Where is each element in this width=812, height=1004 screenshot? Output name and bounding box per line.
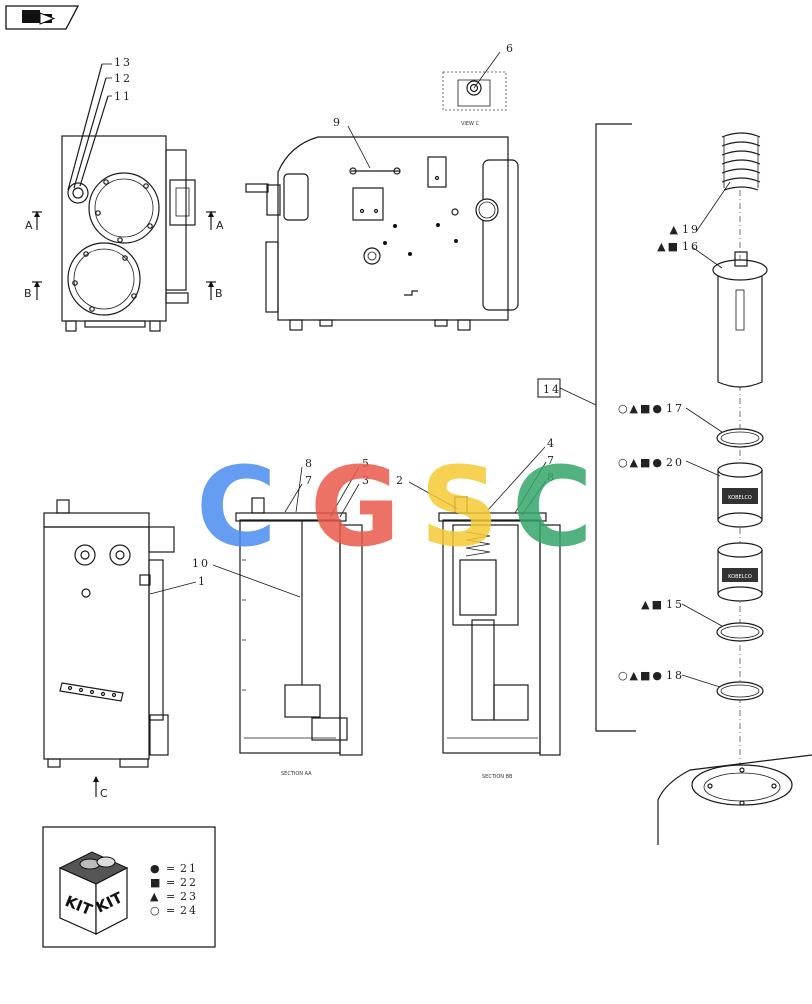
callout-11: 11 [114, 90, 132, 103]
section-aa-view: SECTION AA [212, 466, 363, 777]
view-c-detail: VIEW C [442, 51, 507, 127]
section-marker-c: C [93, 776, 108, 800]
watermark-letter-g: G [310, 443, 400, 571]
kit-row-0-symbol: ● [150, 862, 162, 875]
parts-num-1: 16 [682, 240, 700, 253]
kit-row-3-symbol: ○ [150, 904, 162, 917]
callout-8-left: 8 [305, 457, 314, 470]
kit-legend: KIT KIT ● = 21 ■ = 22 ▲ = 23 ○ = 24 [42, 826, 216, 948]
kit-row-0-num: 21 [180, 862, 198, 875]
kit-row-1-symbol: ■ [150, 876, 162, 889]
callout-4: 4 [547, 437, 556, 450]
parts-list-labels: ▲ 19 ▲■ 16 ○▲■● 17 ○▲■● 20 ▲■ 15 ○▲■● 18 [618, 223, 700, 682]
section-bb-label: SECTION BB [482, 774, 513, 780]
callout-7-right: 7 [547, 454, 556, 467]
callout-8-right: 8 [547, 471, 556, 484]
callout-5: 5 [362, 457, 371, 470]
section-label-b-right: B [215, 287, 223, 300]
kit-row-2-num: 23 [180, 890, 198, 903]
parts-num-0: 19 [682, 223, 700, 236]
callout-7-left: 7 [305, 474, 314, 487]
kit-row-3-eq: = [166, 904, 177, 917]
exploded-view: KOBELCO KOBELCO [537, 123, 812, 845]
parts-symbols-4: ▲■ [641, 598, 664, 611]
watermark-letter-c2: C [512, 443, 593, 571]
section-marker-a: A A [25, 211, 224, 232]
parts-symbols-0: ▲ [670, 223, 680, 236]
kit-row-1-num: 22 [180, 876, 198, 889]
watermark: C G S C [196, 443, 593, 571]
cylinder-label-2: KOBELCO [728, 574, 752, 580]
parts-symbols-3: ○▲■● [618, 456, 664, 469]
rear-view [43, 499, 197, 768]
section-label-c: C [100, 787, 108, 800]
callout-12: 12 [114, 72, 132, 85]
parts-num-3: 20 [666, 456, 684, 469]
kit-row-2-eq: = [166, 890, 177, 903]
side-view [245, 125, 519, 331]
watermark-letter-s: S [420, 443, 499, 571]
callout-13: 13 [114, 56, 132, 69]
callout-1: 1 [198, 575, 207, 588]
section-marker-b: B B [24, 281, 223, 300]
callout-10: 10 [192, 557, 210, 570]
back-arrow-icon[interactable] [5, 5, 80, 30]
section-label-b-left: B [24, 287, 32, 300]
kit-row-1-eq: = [166, 876, 177, 889]
parts-num-5: 18 [666, 669, 684, 682]
kit-row-0-eq: = [166, 862, 177, 875]
parts-num-2: 17 [666, 402, 684, 415]
kit-row-3-num: 24 [180, 904, 198, 917]
callout-9: 9 [333, 116, 342, 129]
parts-symbols-5: ○▲■● [618, 669, 664, 682]
cylinder-label-1: KOBELCO [728, 495, 752, 501]
callout-2: 2 [396, 474, 405, 487]
kit-row-2-symbol: ▲ [150, 890, 160, 903]
watermark-letter-c1: C [196, 443, 277, 571]
callout-3: 3 [362, 474, 371, 487]
parts-symbols-1: ▲■ [657, 240, 680, 253]
section-aa-label: SECTION AA [281, 771, 312, 777]
section-bb-view: SECTION BB [408, 446, 561, 780]
view-c-label: VIEW C [461, 121, 480, 127]
section-label-a-right: A [216, 219, 224, 232]
callout-6: 6 [506, 42, 515, 55]
callout-14: 14 [543, 383, 561, 396]
front-view [61, 63, 196, 332]
parts-symbols-2: ○▲■● [618, 402, 664, 415]
parts-num-4: 15 [666, 598, 684, 611]
section-label-a-left: A [25, 219, 33, 232]
